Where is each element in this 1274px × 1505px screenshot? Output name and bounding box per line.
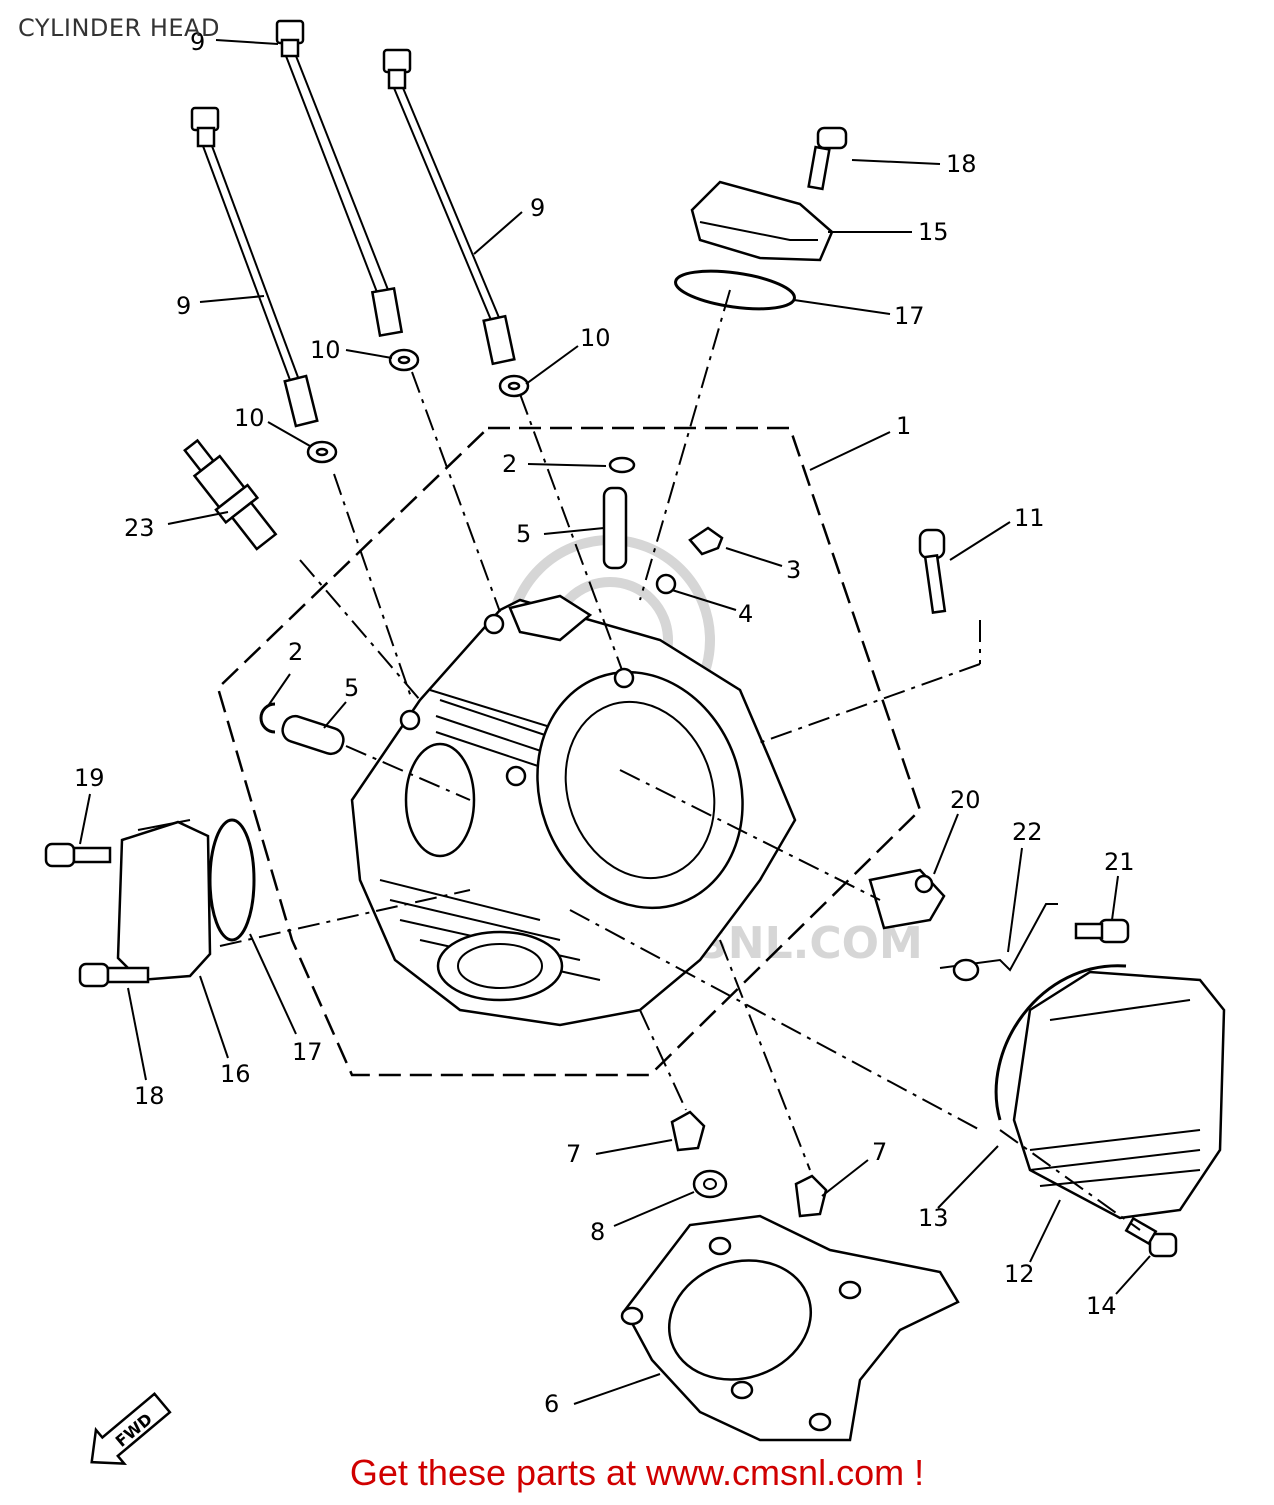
- callout-4: 4: [738, 600, 753, 628]
- callout-3: 3: [786, 556, 801, 584]
- callout-20: 20: [950, 786, 981, 814]
- callout-6: 6: [544, 1390, 559, 1418]
- callout-10: 10: [580, 324, 611, 352]
- callout-8: 8: [590, 1218, 605, 1246]
- tappet-cover-top: [674, 126, 848, 311]
- callout-5: 5: [516, 520, 531, 548]
- side-cover: [44, 818, 256, 988]
- callout-15: 15: [918, 218, 949, 246]
- washers: [306, 348, 530, 464]
- callout-1: 1: [896, 412, 911, 440]
- callout-18: 18: [134, 1082, 165, 1110]
- callout-17: 17: [292, 1038, 323, 1066]
- valve-cover: [868, 868, 1226, 1258]
- callout-2: 2: [502, 450, 517, 478]
- cylinder-head-body: [350, 594, 797, 1027]
- assembly-boundary: [216, 426, 922, 1077]
- callout-18: 18: [946, 150, 977, 178]
- callout-17: 17: [894, 302, 925, 330]
- callout-21: 21: [1104, 848, 1135, 876]
- callout-7: 7: [566, 1140, 581, 1168]
- callout-9: 9: [176, 292, 191, 320]
- callout-23: 23: [124, 514, 155, 542]
- callout-12: 12: [1004, 1260, 1035, 1288]
- page-title: CYLINDER HEAD: [18, 14, 220, 42]
- spark-plug: [183, 438, 278, 551]
- head-gasket: [620, 1214, 960, 1442]
- callout-16: 16: [220, 1060, 251, 1088]
- callout-labels: 9 9 9 10 10 10 18 15 17 1 2 5 3 4 11 23 …: [74, 28, 1135, 1418]
- footer-link[interactable]: Get these parts at www.cmsnl.com !: [349, 1452, 925, 1493]
- callout-2: 2: [288, 638, 303, 666]
- callout-13: 13: [918, 1204, 949, 1232]
- leader-lines: [79, 39, 1151, 1405]
- callout-9: 9: [190, 28, 205, 56]
- callout-9: 9: [530, 194, 545, 222]
- plugs: [670, 1110, 828, 1218]
- valve-guides: [259, 456, 947, 756]
- callout-22: 22: [1012, 818, 1043, 846]
- callout-7: 7: [872, 1138, 887, 1166]
- callout-10: 10: [234, 404, 265, 432]
- callout-5: 5: [344, 674, 359, 702]
- fwd-arrow-icon: FWD: [90, 1392, 172, 1465]
- callout-10: 10: [310, 336, 341, 364]
- callout-14: 14: [1086, 1292, 1117, 1320]
- alignment-lines: [219, 289, 1141, 1231]
- stud-bolts: [190, 19, 516, 428]
- callout-19: 19: [74, 764, 105, 792]
- callout-11: 11: [1014, 504, 1045, 532]
